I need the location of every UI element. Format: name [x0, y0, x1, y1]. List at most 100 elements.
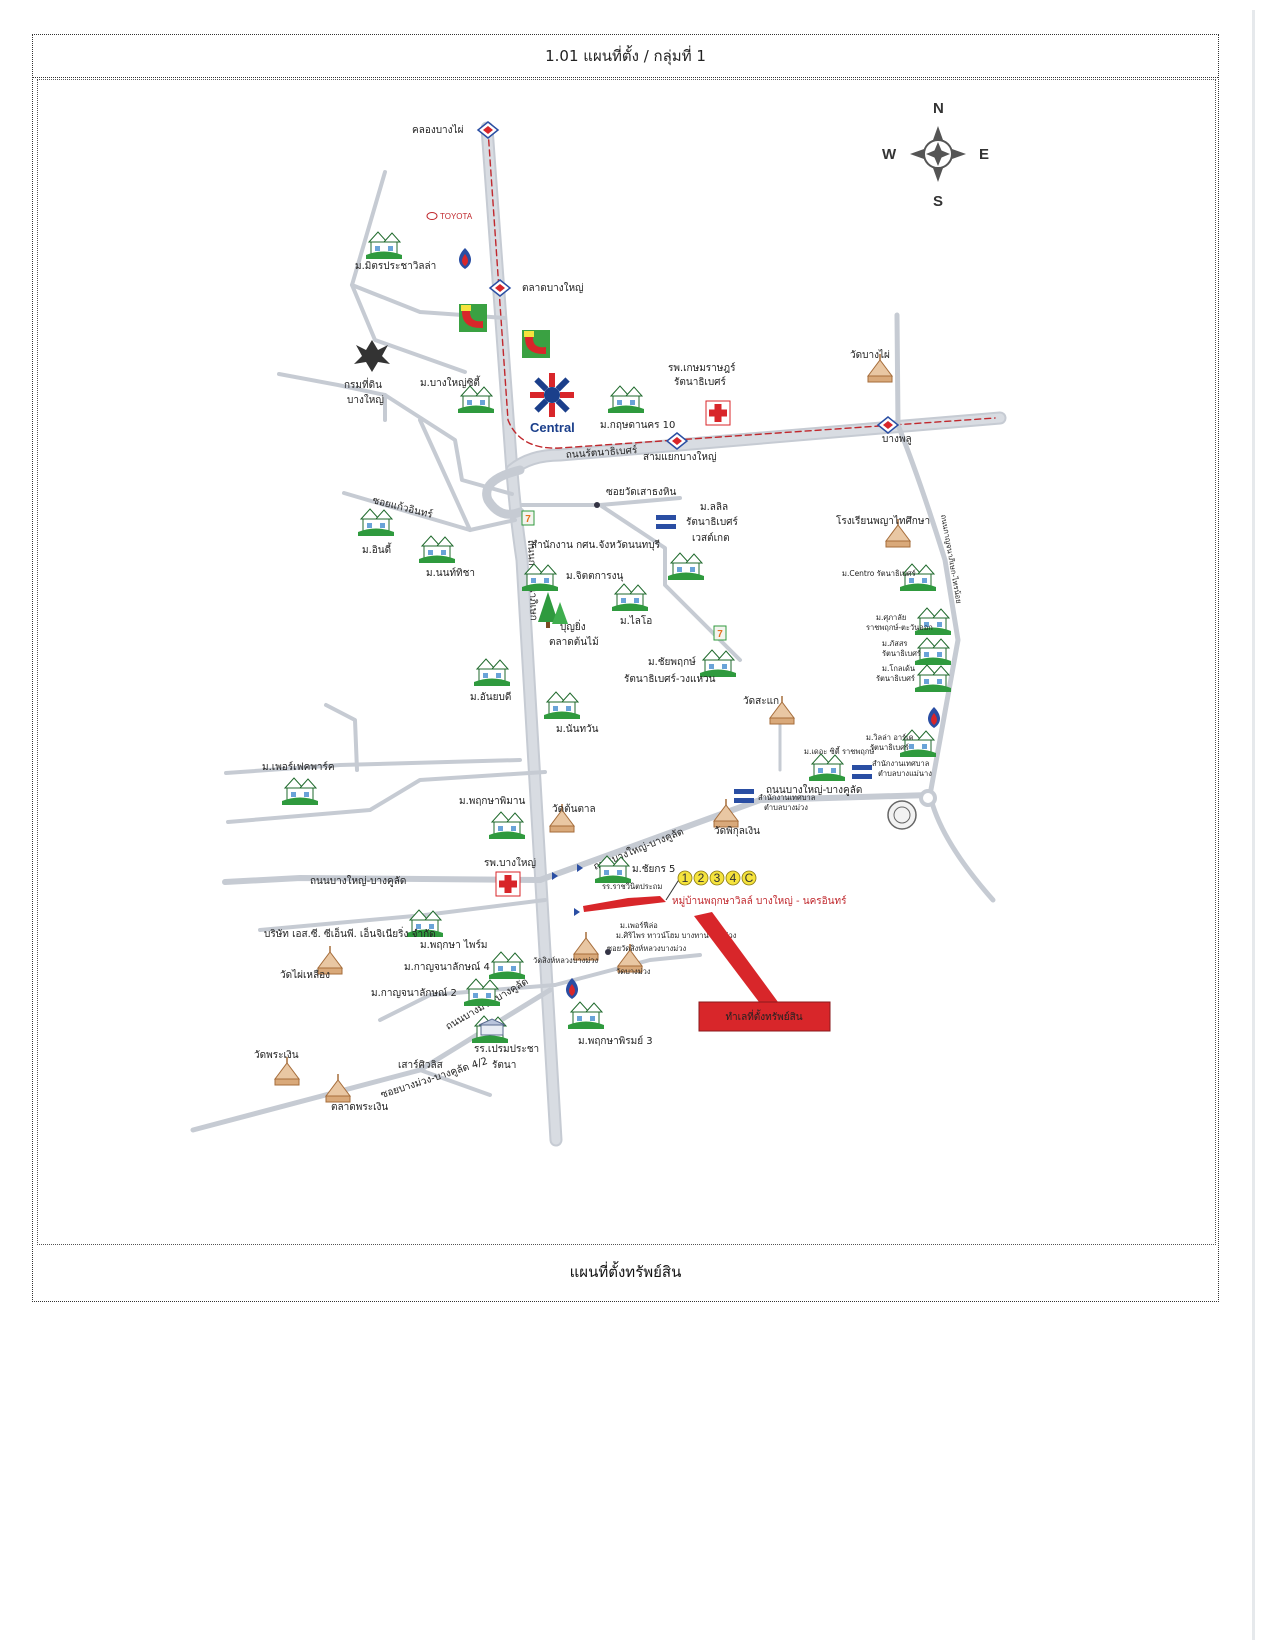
temple-icon: [274, 1056, 300, 1086]
seven-eleven-icon: [521, 510, 535, 526]
property-number: 4: [730, 871, 737, 885]
label-mitr-villa: ม.มิตรประชาวิลล่า: [355, 261, 436, 272]
house-icon: [365, 231, 403, 260]
label-talad-phrangoen: ตลาดพระเงิน: [331, 1102, 388, 1113]
label-east-pleno-3: ม.โกลเด้น: [882, 664, 915, 673]
label-east-pleno-1: ม.ภัสสร: [882, 639, 907, 648]
map-frame: [37, 79, 1216, 1245]
compass-icon: N S W E: [882, 100, 989, 210]
label-nanthicha: ม.นนท์ทิชา: [426, 567, 475, 579]
seven-eleven-icon: [713, 625, 727, 641]
logos: TOYOTA Central: [354, 212, 940, 999]
house-icon: [567, 1001, 605, 1030]
house-icon: [914, 664, 952, 693]
hospital-cross-icon: [495, 871, 521, 897]
label-wat-phrangoen: วัดพระเงิน: [254, 1050, 299, 1061]
tree-icon: [538, 592, 568, 628]
road-network: [190, 121, 1007, 1147]
property-number: C: [745, 871, 754, 885]
svg-text:TOYOTA: TOYOTA: [440, 212, 473, 221]
label-krisdanakorn: ม.กฤษดานคร 10: [600, 420, 675, 431]
label-inner-1: ม.เพอร์ฟีล่อ: [620, 921, 658, 930]
label-lalin-1: ม.ลลิล: [700, 502, 728, 513]
label-kanchana-2: ม.กาญจนาลักษณ์ 2: [371, 987, 457, 999]
property-parcel: [583, 896, 666, 912]
label-east-office-2: ตำบลบางแม่นาง: [878, 769, 932, 778]
label-bangyai-city: ม.บางใหญ่ซิตี้: [420, 375, 481, 389]
label-sitalai: ม.ไลโอ: [620, 614, 652, 627]
label-east-office-4: ตำบลบางม่วง: [764, 803, 808, 812]
garuda-icon: [354, 340, 390, 372]
label-east-pleno-2: รัตนาธิเบศร์: [882, 649, 921, 658]
property-number: 1: [682, 871, 689, 885]
label-inner-2: ม.ศิริไพร ทาวน์โฮม บางทาน บางม่วง: [616, 931, 737, 940]
label-perfect-park: ม.เพอร์เฟคพาร์ค: [262, 761, 335, 773]
label-nanthawan: ม.นันทวัน: [556, 724, 599, 735]
house-icon: [667, 552, 705, 581]
house-icon: [607, 385, 645, 414]
property-red-box: [698, 1001, 831, 1032]
label-aneepong: ม.อันยบดี: [470, 691, 511, 703]
house-icon: [357, 508, 395, 537]
property-number: 2: [698, 871, 705, 885]
label-nonthaburi-office: สำนักงาน กศน.จังหวัดนนทบุรี: [531, 539, 661, 551]
label-school-prachanukul: รร.เปรมประชา: [474, 1044, 539, 1055]
label-wat-phailuang: วัดไผ่เหลือง: [280, 969, 330, 981]
label-kanchana-4: ม.กาญจนาลักษณ์ 4: [404, 961, 490, 973]
label-bangyai-hospital: รพ.บางใหญ่: [484, 857, 536, 869]
label-school-bangyai: รร.ราชวินิตประถม: [602, 882, 662, 891]
label-property: หมู่บ้านพฤกษาวิลล์ บางใหญ่ - นครอินทร์: [672, 895, 847, 907]
label-wat-sanae: วัดสะแก: [743, 696, 779, 707]
ptt-icon: [459, 248, 471, 269]
label-inner-5: วัดบางม่วง: [616, 967, 651, 976]
label-soi-watsaothonghin: ซอยวัดเสาธงหิน: [606, 487, 676, 498]
label-land-dept-2: บางใหญ่: [347, 394, 384, 406]
subject-property: 1 2 3 4 C หมู่บ้านพฤกษาวิลล์ บางใหญ่ - น…: [583, 870, 847, 1032]
house-icon: [699, 649, 737, 678]
page-header: 1.01 แผนที่ตั้ง / กลุ่มที่ 1: [33, 35, 1218, 78]
house-icon: [418, 535, 456, 564]
label-red-box: ทำเลที่ตั้งทรัพย์สิน: [725, 1009, 802, 1023]
label-lalin-2: รัตนาธิเบศร์: [686, 516, 739, 528]
house-icon: [488, 811, 526, 840]
property-pointer: [694, 912, 778, 1006]
point-markers: [478, 502, 611, 1036]
label-pruksa-phiman: ม.พฤกษาพิมาน: [459, 796, 525, 807]
compass-n: N: [933, 100, 944, 117]
label-chayakorn: ม.ชัยกร 5: [632, 864, 675, 875]
house-icon: [488, 951, 526, 980]
label-school-yothin: โรงเรียนพญาไทศึกษา: [836, 514, 930, 527]
label-rattanathibet-road: ถนนรัตนาธิเบศร์: [565, 444, 638, 461]
label-east-ruenruedee-1: ม.ศุภาลัย: [876, 613, 906, 622]
label-station-khlong-bang-phai: คลองบางไผ่: [412, 124, 464, 136]
central-logo-icon: Central: [530, 373, 575, 435]
label-pruksa-prime: ม.พฤกษา ไพร์ม: [420, 939, 487, 951]
label-inner-4: วัดสิงห์หลวงบางม่วง: [533, 956, 598, 965]
label-chaipruk-2: รัตนาธิเบศร์-วงแหวน: [624, 673, 716, 685]
label-indy: ม.อินดี้: [362, 542, 392, 556]
scan-edge: [1252, 10, 1255, 1640]
stations: คลองบางไผ่ ตลาดบางใหญ่ สามแยกบางใหญ่ บาง…: [412, 121, 912, 463]
property-number: 3: [714, 871, 721, 885]
compass-e: E: [979, 146, 989, 163]
label-east-thechi-1: ม.เดอะ ซิตี้ ราชพฤกษ์: [804, 746, 875, 756]
toyota-logo: TOYOTA: [426, 212, 473, 221]
label-chaipruk-1: ม.ชัยพฤกษ์: [648, 656, 696, 668]
label-land-dept-1: กรมที่ดิน: [344, 377, 382, 391]
label-company: บริษัท เอส.ซี. ซีเอ็นพี. เอ็นจิเนียริ่ง …: [264, 926, 436, 940]
compass-s: S: [933, 193, 943, 210]
label-sarasit: เสาร์ศิวลิส: [398, 1059, 443, 1071]
label-lalin-3: เวสต์เกต: [692, 532, 730, 544]
label-chitkanyu: ม.จิตตการงนุ: [566, 571, 624, 582]
label-wat-phikul: วัดพิกุลเงิน: [714, 826, 760, 837]
hospital-cross-icon: [705, 400, 731, 426]
ptt-icon: [928, 707, 940, 728]
label-bangyai-bangkulat-road-west: ถนนบางใหญ่-บางคูลัด: [310, 875, 406, 887]
flag-icon: [656, 515, 676, 529]
label-station-talad-bang-yai: ตลาดบางใหญ่: [522, 282, 584, 294]
label-east-ruenruedee-2: ราชพฤกษ์-ตะวันออก: [866, 623, 933, 632]
label-rattana: รัตนา: [492, 1060, 516, 1071]
station-icon: [477, 121, 499, 139]
label-east-centro: ม.Centro รัตนาธิเบศร์: [842, 569, 916, 578]
